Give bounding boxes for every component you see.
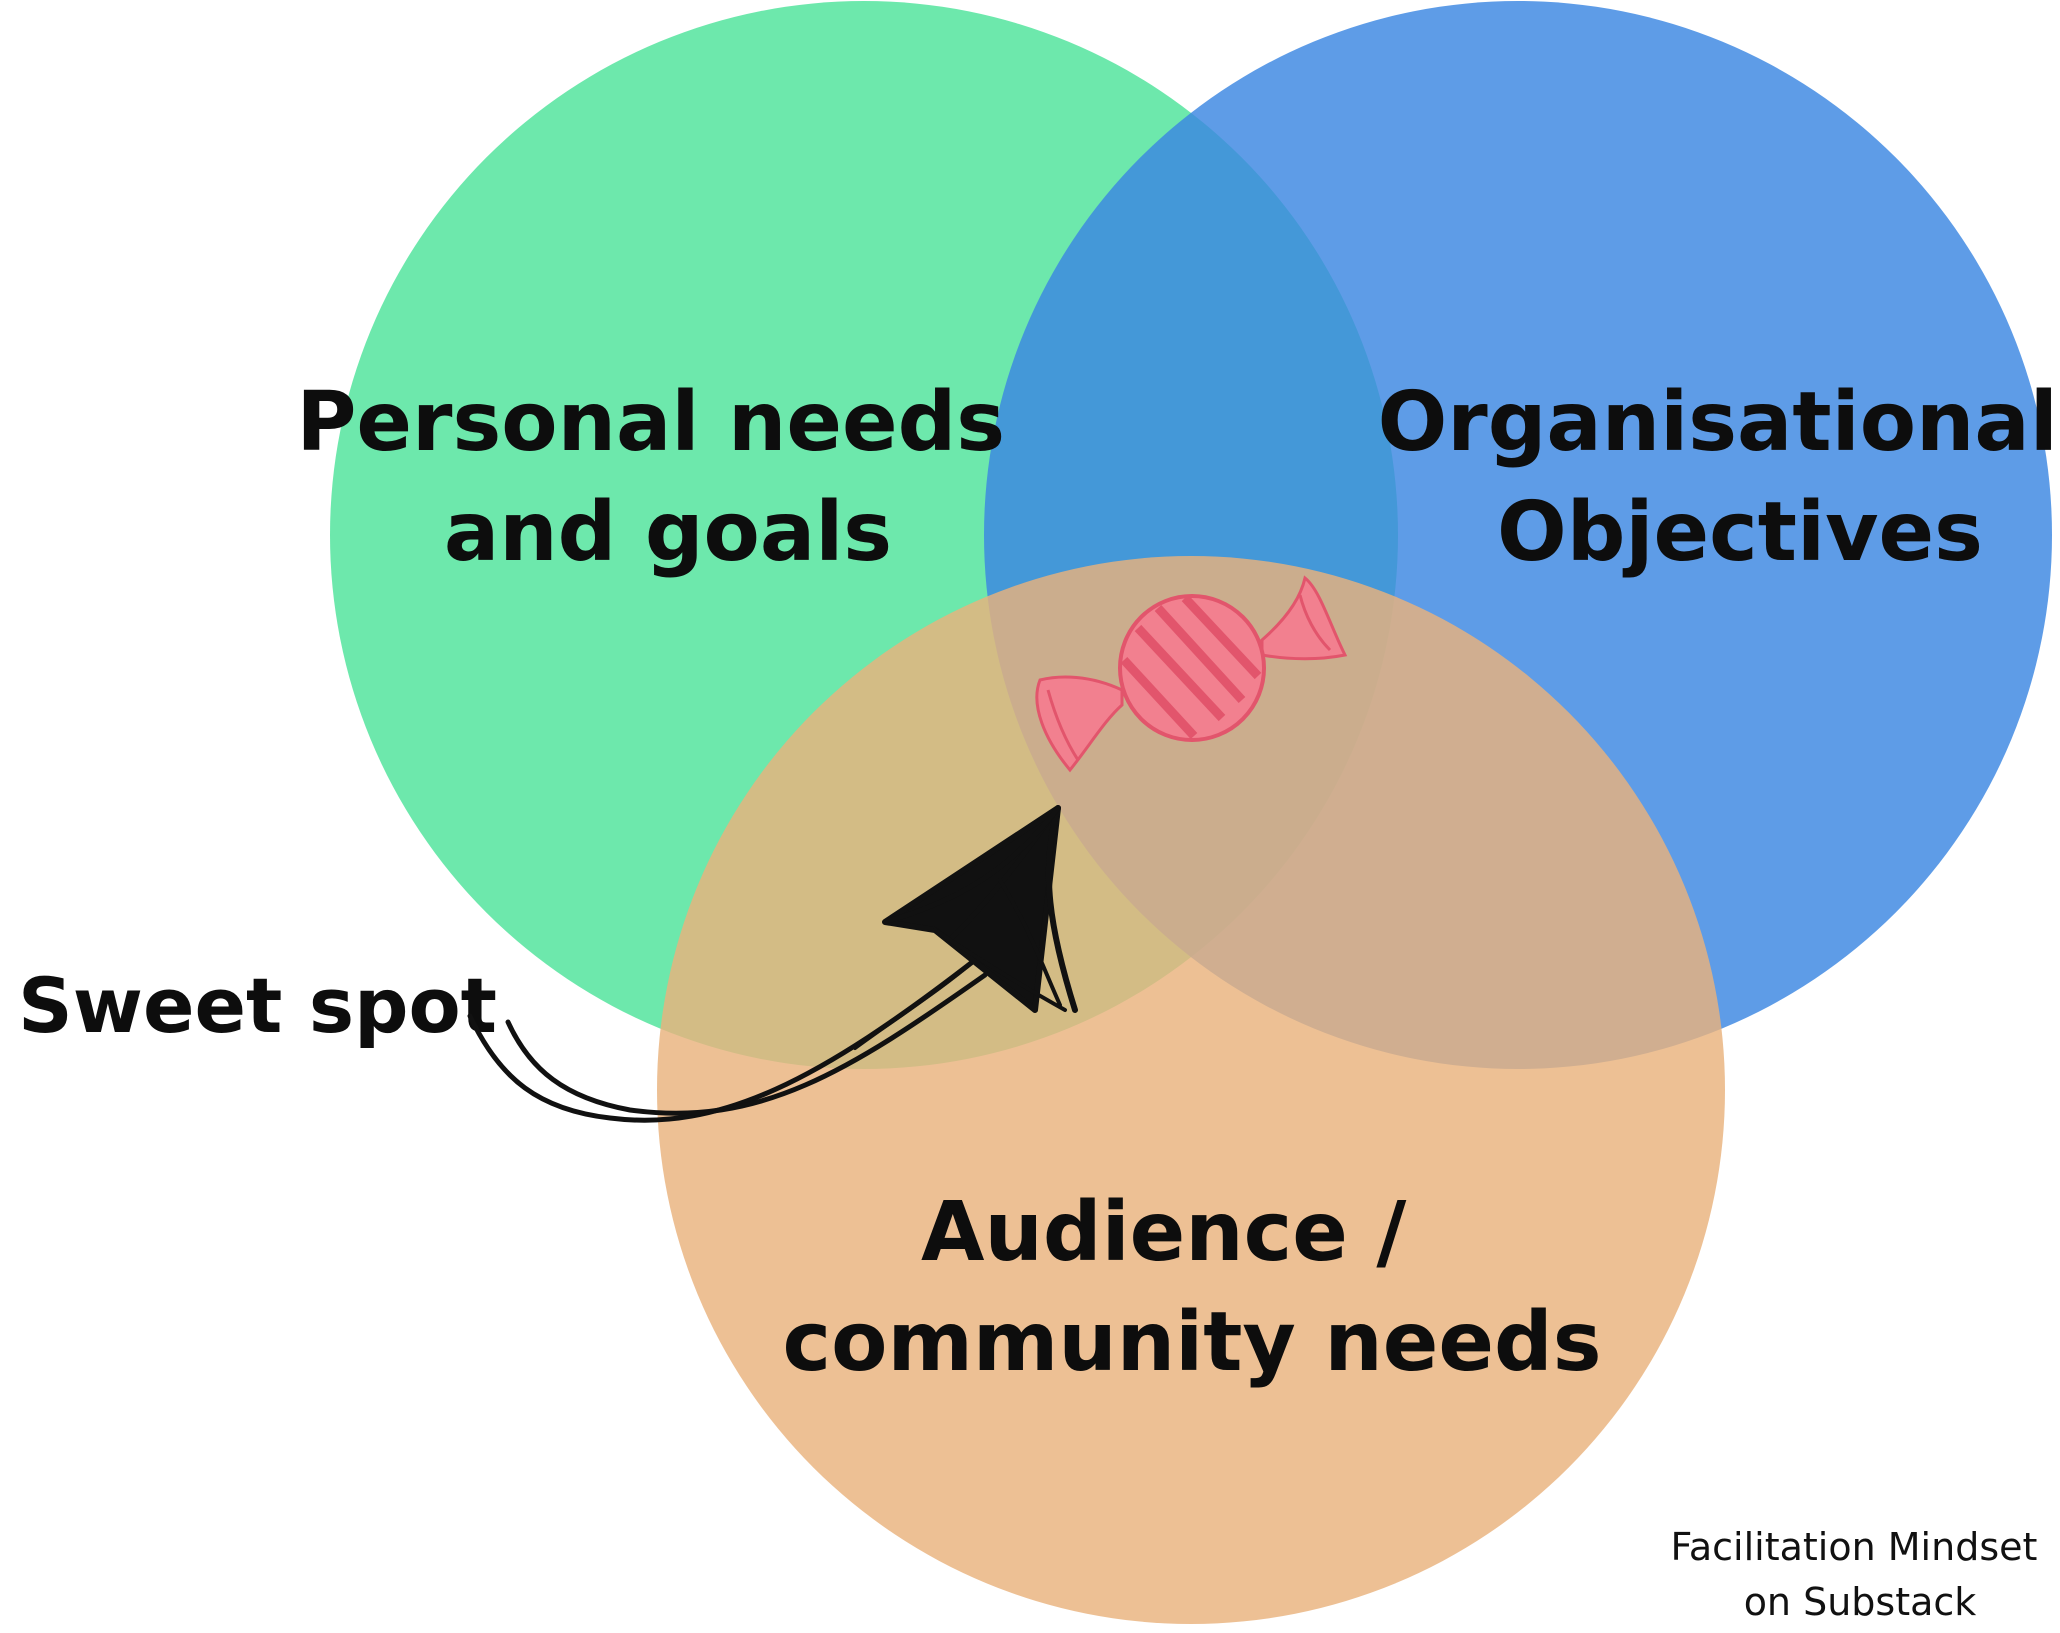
credit-line-2: on Substack <box>1744 1580 1977 1624</box>
audience-label-line-2: community needs <box>783 1295 1602 1390</box>
credit-line-1: Facilitation Mindset <box>1671 1525 2038 1569</box>
organisational-label-line-1: Organisational <box>1378 375 2058 470</box>
personal-label-line-2: and goals <box>444 485 892 580</box>
sweet-spot-arrow-icon <box>467 805 1078 1123</box>
personal-label-line-1: Personal needs <box>296 375 1005 470</box>
candy-icon <box>1035 575 1348 773</box>
organisational-label-line-2: Objectives <box>1497 485 1983 580</box>
audience-label: Audience / community needs <box>783 1185 1602 1390</box>
personal-label: Personal needs and goals <box>296 375 1033 580</box>
sweet-spot-label: Sweet spot <box>18 961 497 1050</box>
circle-audience <box>657 556 1725 1624</box>
credit-text: Facilitation Mindset on Substack <box>1671 1525 2050 1624</box>
audience-label-line-1: Audience / <box>921 1185 1406 1280</box>
organisational-label: Organisational Objectives <box>1378 375 2060 580</box>
